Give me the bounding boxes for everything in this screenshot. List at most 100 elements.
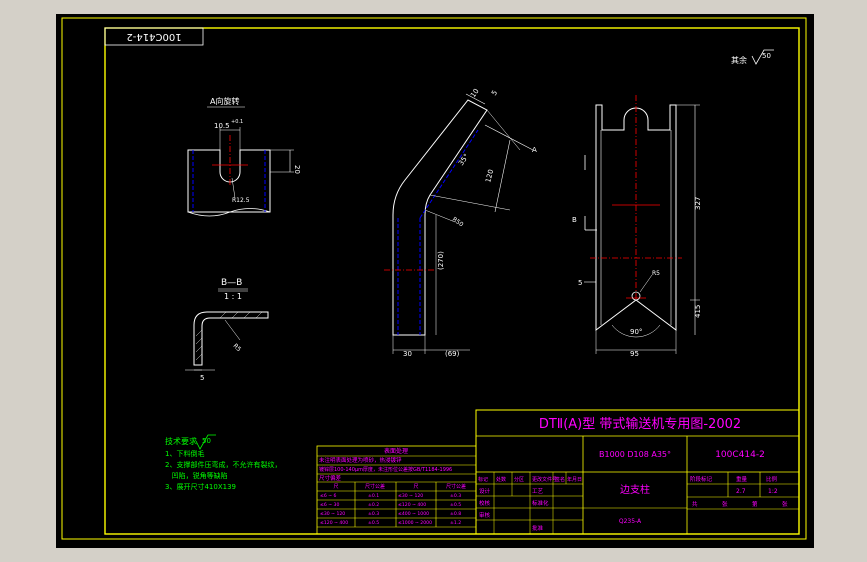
title-main: DTⅡ(A)型 带式输送机专用图-2002	[539, 416, 741, 432]
roughness-symbol-icon	[751, 49, 774, 65]
title-block: DTⅡ(A)型 带式输送机专用图-2002 B1000 D108 A35° 10…	[475, 409, 800, 535]
svg-text:±1.2: ±1.2	[450, 520, 461, 526]
surface-title: 表面处理	[384, 447, 408, 455]
side-dim-angle: 90°	[630, 328, 642, 336]
svg-text:≤400 ~ 1000: ≤400 ~ 1000	[398, 511, 429, 517]
svg-text:尺寸公差: 尺寸公差	[446, 483, 466, 490]
notes-item-1: 1、下料倒毛	[165, 449, 204, 458]
surface-row-1: 未注明表面处理为喷砂，热浸镀锌	[319, 456, 402, 464]
surface-row-2: 镀锌层100-140μm厚度，未注形位公差按GB/T1184-1996	[319, 466, 452, 473]
section-b-dim-thk: 5	[200, 374, 204, 382]
svg-text:≤1000 ~ 2000: ≤1000 ~ 2000	[398, 520, 432, 526]
notes-item-2: 2、支撑部件压弯成，不允许有裂纹，	[165, 460, 281, 469]
svg-text:共: 共	[692, 500, 698, 508]
svg-text:尺寸公差: 尺寸公差	[365, 483, 385, 490]
side-dim-h2: 415	[694, 305, 702, 318]
sheet-labels: 共 张 第 张	[692, 500, 788, 508]
svg-text:≤30 ~ 120: ≤30 ~ 120	[320, 511, 345, 517]
code-box-text: 100C414-2	[126, 31, 181, 42]
svg-text:处数: 处数	[496, 476, 506, 483]
svg-text:≤6 ~ 6: ≤6 ~ 6	[320, 493, 337, 499]
svg-text:尺: 尺	[333, 484, 338, 490]
section-b-title: B—B	[221, 278, 242, 288]
title-spec: B1000 D108 A35°	[599, 450, 671, 459]
notes-roughness-icon	[195, 434, 216, 450]
main-dim-top-b: 5	[490, 89, 499, 97]
tol-rows: ≤6 ~ 6±0.1≤30 ~ 120±0.3 ≤6 ~ 30±0.2≤120 …	[320, 493, 461, 526]
svg-text:≤30 ~ 120: ≤30 ~ 120	[398, 493, 423, 499]
section-b-scale: 1 : 1	[224, 292, 242, 301]
outer-border	[61, 17, 807, 540]
notes-item-3: 凹陷，锐角等缺陷	[165, 471, 228, 480]
svg-text:≤120 ~ 400: ≤120 ~ 400	[320, 520, 348, 526]
title-weight: 2.7	[736, 488, 746, 495]
view-a-radius: R12.5	[232, 197, 250, 204]
main-label-a: A	[532, 146, 537, 154]
svg-text:工艺: 工艺	[532, 488, 544, 495]
svg-text:设计: 设计	[479, 487, 491, 495]
side-label-b: B	[572, 216, 577, 224]
notes-title: 技术要求	[165, 436, 197, 446]
section-b-dim-bend: R5	[232, 342, 243, 353]
stage-header: 阶段标记 重量 比例	[690, 475, 778, 483]
title-code: 100C414-2	[715, 450, 765, 460]
title-scale: 1:2	[768, 488, 778, 495]
surface-table: 表面处理 未注明表面处理为喷砂，热浸镀锌 镀锌层100-140μm厚度，未注形位…	[316, 445, 477, 535]
svg-text:张: 张	[782, 500, 788, 508]
side-view-hole	[631, 291, 641, 301]
role-labels: 设计 校核 审核 工艺 标准化 批准	[479, 487, 549, 532]
notes-item-4: 3、展开尺寸410X139	[165, 482, 236, 491]
svg-text:±0.1: ±0.1	[368, 493, 379, 499]
svg-text:≤6 ~ 30: ≤6 ~ 30	[320, 502, 339, 508]
tol-header: 尺 尺寸公差 尺 尺寸公差	[333, 483, 466, 490]
view-a-dim-width: 10.5	[214, 122, 230, 130]
side-label-s: 5	[578, 279, 582, 287]
svg-text:尺: 尺	[413, 484, 418, 490]
main-dim-len: 120	[484, 169, 495, 184]
svg-text:审核: 审核	[479, 511, 491, 519]
main-dim-w1: 30	[403, 350, 412, 358]
svg-text:±0.5: ±0.5	[368, 520, 379, 526]
model-space[interactable]	[56, 14, 814, 548]
tech-notes: 技术要求 50 1、下料倒毛 2、支撑部件压弯成，不允许有裂纹， 凹陷，锐角等缺…	[165, 434, 281, 491]
svg-text:标记: 标记	[478, 476, 488, 483]
svg-text:重量: 重量	[736, 475, 748, 483]
notes-roughness-value: 50	[202, 437, 211, 445]
svg-text:±0.5: ±0.5	[450, 502, 461, 508]
svg-text:±0.8: ±0.8	[450, 511, 461, 517]
side-view: 327 415 95 90° R5 B 5	[572, 95, 702, 358]
view-a: A向旋转 10.5 +0.1 20 R12.5	[187, 96, 301, 217]
svg-text:校核: 校核	[479, 499, 491, 507]
title-part-name: 边支柱	[620, 483, 650, 496]
view-a-break	[187, 208, 271, 217]
roughness-label: 其余	[731, 55, 747, 65]
svg-text:标准化: 标准化	[532, 499, 549, 507]
main-dim-vert: (270)	[437, 251, 445, 270]
main-dim-top-a: 10	[469, 87, 481, 99]
title-material: Q235-A	[619, 518, 642, 525]
svg-text:第: 第	[752, 500, 758, 508]
svg-text:更改文件号: 更改文件号	[532, 476, 557, 483]
roughness-mark: 其余 50	[731, 49, 774, 65]
rev-header: 标记 处数 分区 更改文件号 签名 年月日	[478, 476, 582, 483]
code-box: 100C414-2	[104, 27, 204, 46]
side-dim-r: R5	[652, 270, 660, 277]
svg-text:阶段标记: 阶段标记	[690, 475, 713, 483]
svg-text:批准: 批准	[532, 524, 544, 532]
svg-text:签名: 签名	[555, 476, 565, 483]
section-b-profile	[193, 311, 269, 366]
side-dim-w: 95	[630, 350, 639, 358]
svg-text:比例: 比例	[766, 475, 778, 483]
view-a-outline	[187, 149, 271, 213]
section-b-b: B—B 1 : 1 R5 5	[185, 278, 269, 382]
svg-text:张: 张	[722, 500, 728, 508]
main-dim-w2: (69)	[445, 350, 460, 358]
side-dim-h1: 327	[694, 197, 702, 210]
view-a-title: A向旋转	[210, 96, 239, 106]
surface-subtitle: 尺寸偏差	[319, 474, 342, 482]
svg-text:±0.3: ±0.3	[368, 511, 379, 517]
svg-text:分区: 分区	[514, 476, 524, 483]
svg-text:±0.3: ±0.3	[450, 493, 461, 499]
svg-text:年月日: 年月日	[567, 476, 582, 483]
